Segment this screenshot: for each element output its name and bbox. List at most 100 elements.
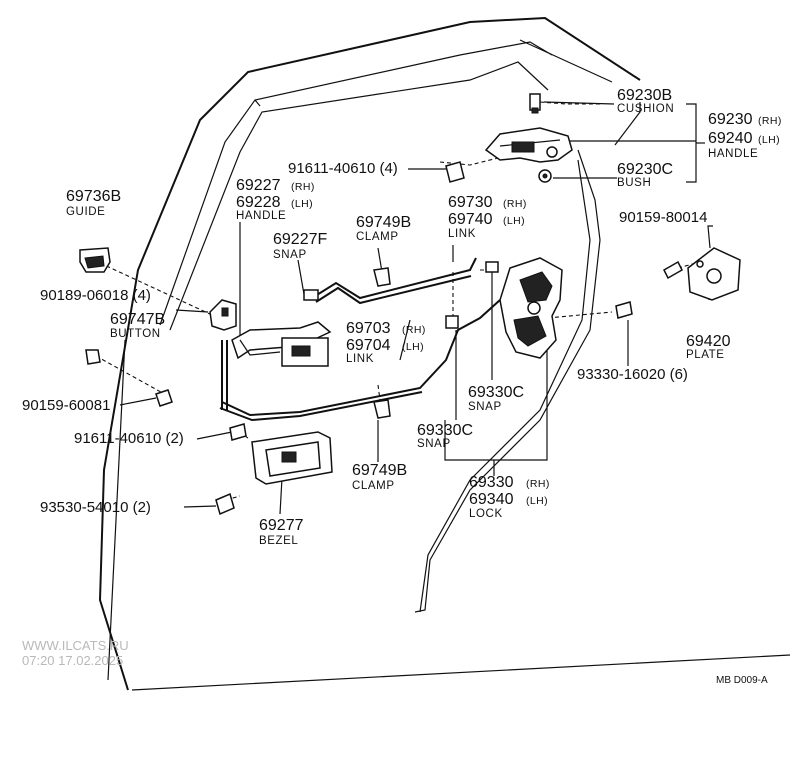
part-name: SNAP [468, 401, 502, 413]
part-name: BEZEL [259, 535, 298, 547]
part-number: 69740 [448, 211, 493, 228]
part-number: 69277 [259, 517, 304, 534]
part-label-69749B-bottom: 69749B CLAMP [352, 462, 407, 492]
part-number: 90189-06018 (4) [40, 287, 151, 304]
part-number: 69749B [356, 214, 411, 231]
door-panel-outline [98, 16, 791, 691]
outside-handle-part [484, 127, 573, 163]
part-label-69330C-right: 69330C SNAP [468, 384, 524, 413]
part-label-69736B: 69736B GUIDE [66, 188, 121, 218]
bolts [155, 161, 683, 516]
part-label-69704: 69704 (LH) LINK [346, 337, 424, 365]
part-suffix: (RH) [503, 198, 527, 210]
part-name: PLATE [686, 349, 725, 361]
part-number: 69330C [417, 422, 473, 439]
bezel-part [251, 431, 333, 485]
part-suffix: (LH) [402, 341, 424, 353]
part-number: 90159-60081 [22, 397, 110, 414]
part-label-69747B: 69747B BUTTON [110, 311, 165, 340]
part-number: 69747B [110, 311, 165, 328]
part-number: 93330-16020 (6) [577, 366, 688, 383]
part-label-69330: 69330 (RH) [469, 474, 550, 491]
part-number: 69230C [617, 161, 673, 178]
part-label-69277: 69277 BEZEL [259, 517, 304, 547]
assembly-dash-lines [95, 101, 701, 501]
bush-part [538, 169, 552, 183]
part-number: 69703 [346, 320, 391, 337]
part-label-69703: 69703 (RH) [346, 320, 426, 337]
part-label-69730: 69730 (RH) [448, 194, 527, 211]
part-number: 69330 [469, 474, 514, 491]
part-number: 91611-40610 (4) [288, 160, 398, 177]
part-label-93330-16020: 93330-16020 (6) [577, 366, 688, 383]
part-name: LINK [448, 228, 476, 240]
part-label-69420: 69420 PLATE [686, 333, 731, 361]
part-name: CUSHION [617, 103, 674, 115]
part-label-90189-06018: 90189-06018 (4) [40, 287, 151, 304]
part-number: 90159-80014 [619, 209, 707, 226]
lock-part [499, 257, 563, 359]
part-label-91611-40610-2: 91611-40610 (2) [74, 430, 184, 447]
part-label-69749B-top: 69749B CLAMP [356, 214, 411, 243]
part-number: 69330C [468, 384, 524, 401]
part-name: HANDLE [236, 210, 286, 222]
part-name: BUTTON [110, 328, 161, 340]
part-name: CLAMP [352, 480, 395, 492]
part-suffix: (LH) [503, 215, 525, 227]
watermark-timestamp: 07:20 17.02.2025 [22, 653, 123, 668]
part-label-69228: 69228 (LH) HANDLE [236, 194, 313, 222]
snap-clips [303, 261, 499, 419]
part-suffix: (RH) [526, 478, 550, 490]
part-suffix: (RH) [402, 324, 426, 336]
plate-part [687, 247, 741, 301]
part-label-69340: 69340 (LH) LOCK [469, 491, 548, 520]
part-name: HANDLE [708, 148, 758, 160]
part-number: 69704 [346, 337, 391, 354]
part-suffix: (LH) [291, 198, 313, 210]
part-number: 69227F [273, 231, 327, 248]
inside-handle-part [231, 321, 332, 367]
small-screw-90189 [85, 349, 101, 365]
part-label-69230B: 69230B CUSHION [617, 87, 674, 115]
watermark-site: WWW.ILCATS.RU [22, 638, 129, 653]
guide-part [79, 247, 111, 273]
part-label-90159-80014: 90159-80014 [619, 209, 707, 226]
part-suffix: (RH) [758, 115, 782, 127]
part-label-69230: 69230 (RH) [708, 111, 782, 128]
part-name: CLAMP [356, 231, 399, 243]
part-number: 69230 [708, 111, 753, 128]
part-number: 69736B [66, 188, 121, 205]
part-suffix: (LH) [758, 134, 780, 146]
part-number: 69730 [448, 194, 493, 211]
part-number: 69340 [469, 491, 514, 508]
part-name: GUIDE [66, 206, 105, 218]
button-part [209, 299, 237, 331]
part-number: 93530-54010 (2) [40, 499, 151, 516]
part-number: 69230B [617, 87, 672, 104]
part-number: 69749B [352, 462, 407, 479]
part-name: BUSH [617, 177, 651, 189]
part-name: LINK [346, 353, 374, 365]
part-label-69330C-left: 69330C SNAP [417, 422, 473, 450]
part-suffix: (RH) [291, 181, 315, 193]
linkage-rods [219, 257, 501, 422]
part-number: 69227 [236, 177, 281, 194]
part-name: SNAP [273, 249, 307, 261]
part-label-91611-40610-4: 91611-40610 (4) [288, 160, 398, 177]
part-number: 91611-40610 (2) [74, 430, 184, 447]
part-label-69230C: 69230C BUSH [617, 161, 673, 189]
part-label-90159-60081: 90159-60081 [22, 397, 110, 414]
part-label-93530-54010: 93530-54010 (2) [40, 499, 151, 516]
part-name: LOCK [469, 508, 503, 520]
part-number: 69420 [686, 333, 731, 350]
part-label-69227: 69227 (RH) [236, 177, 315, 194]
leader-lines [107, 101, 713, 681]
part-label-69227F: 69227F SNAP [273, 231, 327, 261]
part-number: 69240 [708, 130, 753, 147]
part-label-69240: 69240 (LH) HANDLE [708, 130, 780, 160]
part-label-69740: 69740 (LH) LINK [448, 211, 525, 240]
cushion-part [529, 93, 541, 114]
part-number: 69228 [236, 194, 281, 211]
